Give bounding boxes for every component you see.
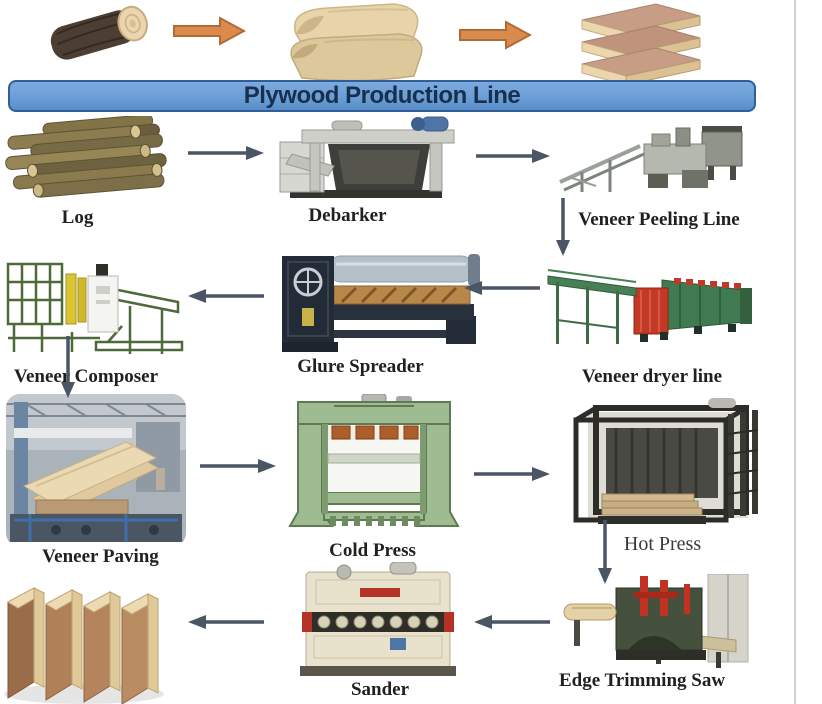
finished-plywood <box>0 566 168 704</box>
veneer-dryer-line-machine-icon <box>547 269 752 344</box>
stage-veneer-paving <box>6 394 186 547</box>
logs-pile-icon <box>5 114 167 198</box>
cold-press-machine-icon <box>288 393 460 527</box>
edge-trimming-saw-machine-icon <box>563 573 749 668</box>
plywood-product <box>548 0 703 93</box>
log-icon <box>50 5 148 60</box>
label-debarker: Debarker <box>308 205 387 226</box>
label-hot-press: Hot Press <box>623 533 702 555</box>
stage-log <box>2 114 172 213</box>
right-edge-rule <box>794 0 796 704</box>
arrow-log-to-debarker-icon <box>188 146 264 160</box>
stage-sander <box>294 561 462 687</box>
stage-veneer-dryer-line <box>544 260 756 355</box>
debarker-machine-icon <box>279 116 455 198</box>
label-veneer-composer: Veneer Composer <box>13 366 159 387</box>
finished-plywood-boards-icon <box>4 587 164 704</box>
arrow-saw-to-sander-icon <box>474 615 550 629</box>
hot-press-machine-icon <box>573 398 759 524</box>
log-product <box>48 2 153 69</box>
stage-veneer-composer <box>0 246 184 367</box>
page-title: Plywood Production Line <box>243 82 521 109</box>
label-veneer-peeling-line: Veneer Peeling Line <box>578 209 740 230</box>
arrow-sander-to-finished-icon <box>188 615 264 629</box>
label-glure-spreader: Glure Spreader <box>297 356 424 377</box>
sander-machine-icon <box>300 561 456 676</box>
plywood-stack-icon <box>581 3 701 86</box>
glure-spreader-machine-icon <box>282 254 480 352</box>
veneer-composer-machine-icon <box>6 262 184 354</box>
label-cold-press: Cold Press <box>329 540 416 561</box>
label-edge-trimming-saw: Edge Trimming Saw <box>558 670 726 691</box>
arrow-debarker-to-peeling-icon <box>476 149 550 163</box>
arrow-hotpress-to-saw-icon <box>598 520 612 584</box>
arrow-dryer-to-spreader-icon <box>464 281 540 295</box>
orange-arrow-icon <box>173 16 246 46</box>
label-veneer-paving: Veneer Paving <box>42 546 159 567</box>
arrow-spreader-to-composer-icon <box>188 289 264 303</box>
label-sander: Sander <box>350 679 410 700</box>
label-log: Log <box>61 207 94 228</box>
stage-debarker <box>272 114 462 211</box>
arrow-composer-to-paving-icon <box>61 336 75 398</box>
title-banner: Plywood Production Line <box>8 80 756 112</box>
veneer-sheets-icon <box>290 3 423 82</box>
stage-edge-trimming-saw <box>556 573 760 679</box>
veneer-product <box>268 0 433 93</box>
stage-glure-spreader <box>276 246 484 361</box>
arrow-coldpress-to-hotpress-icon <box>474 467 550 481</box>
label-veneer-dryer-line: Veneer dryer line <box>581 366 722 387</box>
arrow-paving-to-coldpress-icon <box>200 459 276 473</box>
veneer-paving-photo-icon <box>6 394 186 542</box>
stage-veneer-peeling-line <box>552 118 750 203</box>
orange-arrow-icon <box>459 20 532 50</box>
stage-cold-press <box>288 393 460 541</box>
arrow-peeling-to-dryer-icon <box>556 198 570 256</box>
stage-hot-press <box>558 398 760 537</box>
veneer-peeling-line-machine-icon <box>559 126 743 192</box>
